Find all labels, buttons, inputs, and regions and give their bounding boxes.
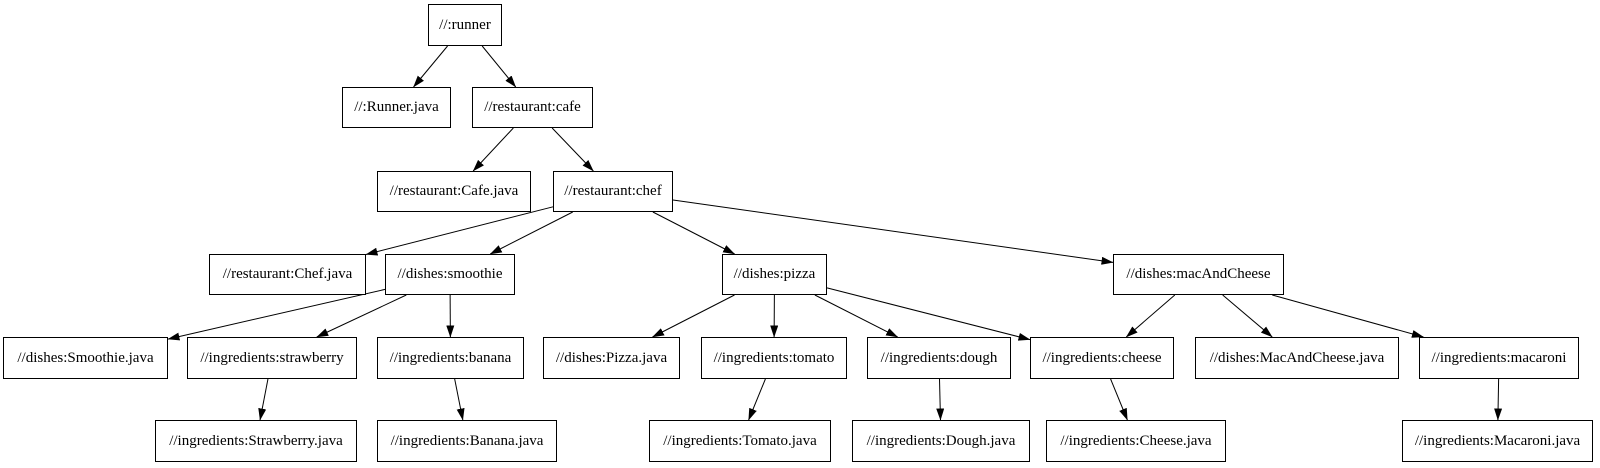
graph-node-strawberry: //ingredients:strawberry xyxy=(187,337,357,379)
graph-node-chef_java: //restaurant:Chef.java xyxy=(209,254,366,295)
graph-node-label: //ingredients:tomato xyxy=(713,349,835,366)
graph-node-label: //:Runner.java xyxy=(354,99,439,115)
edge-pizza-to-cheese xyxy=(826,287,1031,341)
edge-runner-to-runner_java xyxy=(413,45,448,88)
graph-node-macaroni: //ingredients:macaroni xyxy=(1419,337,1579,379)
graph-node-pizza_java: //dishes:Pizza.java xyxy=(543,337,680,379)
graph-node-label: //ingredients:macaroni xyxy=(1431,349,1567,366)
edge-pizza-to-pizza_java xyxy=(652,294,735,338)
edge-macandcheese-to-macaroni xyxy=(1272,294,1424,338)
graph-node-label: //ingredients:Macaroni.java xyxy=(1414,432,1581,449)
graph-node-label: //dishes:Pizza.java xyxy=(555,349,668,366)
graph-node-chef: //restaurant:chef xyxy=(553,171,673,212)
edge-chef-to-pizza xyxy=(652,211,736,255)
graph-node-macandcheese: //dishes:macAndCheese xyxy=(1113,254,1284,295)
graph-node-runner_java: //:Runner.java xyxy=(342,87,451,128)
graph-node-smoothie: //dishes:smoothie xyxy=(385,254,515,295)
graph-node-cheese: //ingredients:cheese xyxy=(1030,337,1174,379)
edge-chef-to-chef_java xyxy=(365,206,554,256)
graph-node-label: //dishes:smoothie xyxy=(397,266,503,282)
graph-node-label: //ingredients:Tomato.java xyxy=(663,432,817,449)
graph-node-runner: //:runner xyxy=(428,4,502,46)
graph-node-label: //ingredients:banana xyxy=(389,349,512,366)
edge-runner-to-cafe xyxy=(481,45,517,88)
graph-node-label: //ingredients:strawberry xyxy=(200,349,344,366)
graph-node-label: //ingredients:Banana.java xyxy=(390,432,544,449)
graph-node-cheese_java: //ingredients:Cheese.java xyxy=(1046,420,1226,462)
edge-smoothie-to-smoothie_java xyxy=(167,288,386,341)
edge-chef-to-macandcheese xyxy=(672,199,1114,265)
graph-node-cafe: //restaurant:cafe xyxy=(472,87,593,128)
graph-node-macandcheese_java: //dishes:MacAndCheese.java xyxy=(1195,337,1399,379)
edge-smoothie-to-strawberry xyxy=(316,294,407,338)
graph-node-label: //dishes:Smoothie.java xyxy=(17,349,154,366)
edge-tomato-to-tomato_java xyxy=(748,378,766,421)
graph-node-label: //restaurant:Cafe.java xyxy=(389,183,519,199)
edge-macandcheese-to-macandcheese_java xyxy=(1222,294,1273,338)
edge-banana-to-banana_java xyxy=(454,378,465,421)
graph-node-label: //dishes:MacAndCheese.java xyxy=(1209,349,1385,366)
graph-node-label: //ingredients:Strawberry.java xyxy=(169,432,343,449)
graph-node-banana: //ingredients:banana xyxy=(377,337,524,379)
edge-cafe-to-cafe_java xyxy=(472,127,514,172)
graph-node-dough_java: //ingredients:Dough.java xyxy=(852,420,1030,462)
graph-node-smoothie_java: //dishes:Smoothie.java xyxy=(3,337,168,379)
graph-node-pizza: //dishes:pizza xyxy=(722,254,827,295)
edge-strawberry-to-strawberry_java xyxy=(258,378,269,421)
edge-cafe-to-chef xyxy=(551,127,594,172)
graph-node-tomato_java: //ingredients:Tomato.java xyxy=(649,420,831,462)
graph-node-macaroni_java: //ingredients:Macaroni.java xyxy=(1402,420,1593,462)
graph-node-tomato: //ingredients:tomato xyxy=(701,337,847,379)
graph-node-label: //ingredients:Dough.java xyxy=(866,432,1016,449)
graph-node-strawberry_java: //ingredients:Strawberry.java xyxy=(155,420,357,462)
graph-node-label: //ingredients:dough xyxy=(880,349,998,366)
graph-node-label: //restaurant:Chef.java xyxy=(222,266,353,282)
graph-node-label: //dishes:macAndCheese xyxy=(1126,266,1271,282)
graph-node-label: //restaurant:cafe xyxy=(484,99,581,115)
edge-group xyxy=(167,45,1503,421)
graph-node-label: //ingredients:Cheese.java xyxy=(1060,432,1212,449)
edge-cheese-to-cheese_java xyxy=(1110,378,1128,421)
graph-node-label: //restaurant:chef xyxy=(564,183,662,199)
graph-node-label: //:runner xyxy=(439,16,491,33)
graph-node-label: //ingredients:cheese xyxy=(1042,349,1162,366)
graph-node-banana_java: //ingredients:Banana.java xyxy=(377,420,557,462)
graph-node-cafe_java: //restaurant:Cafe.java xyxy=(377,171,531,212)
edge-macandcheese-to-cheese xyxy=(1125,294,1176,338)
edge-dough-to-dough_java xyxy=(936,378,945,421)
graph-node-label: //dishes:pizza xyxy=(733,266,816,282)
edge-macaroni-to-macaroni_java xyxy=(1494,378,1503,421)
edge-pizza-to-dough xyxy=(814,294,899,338)
graph-node-dough: //ingredients:dough xyxy=(867,337,1011,379)
edge-chef-to-smoothie xyxy=(489,211,573,255)
